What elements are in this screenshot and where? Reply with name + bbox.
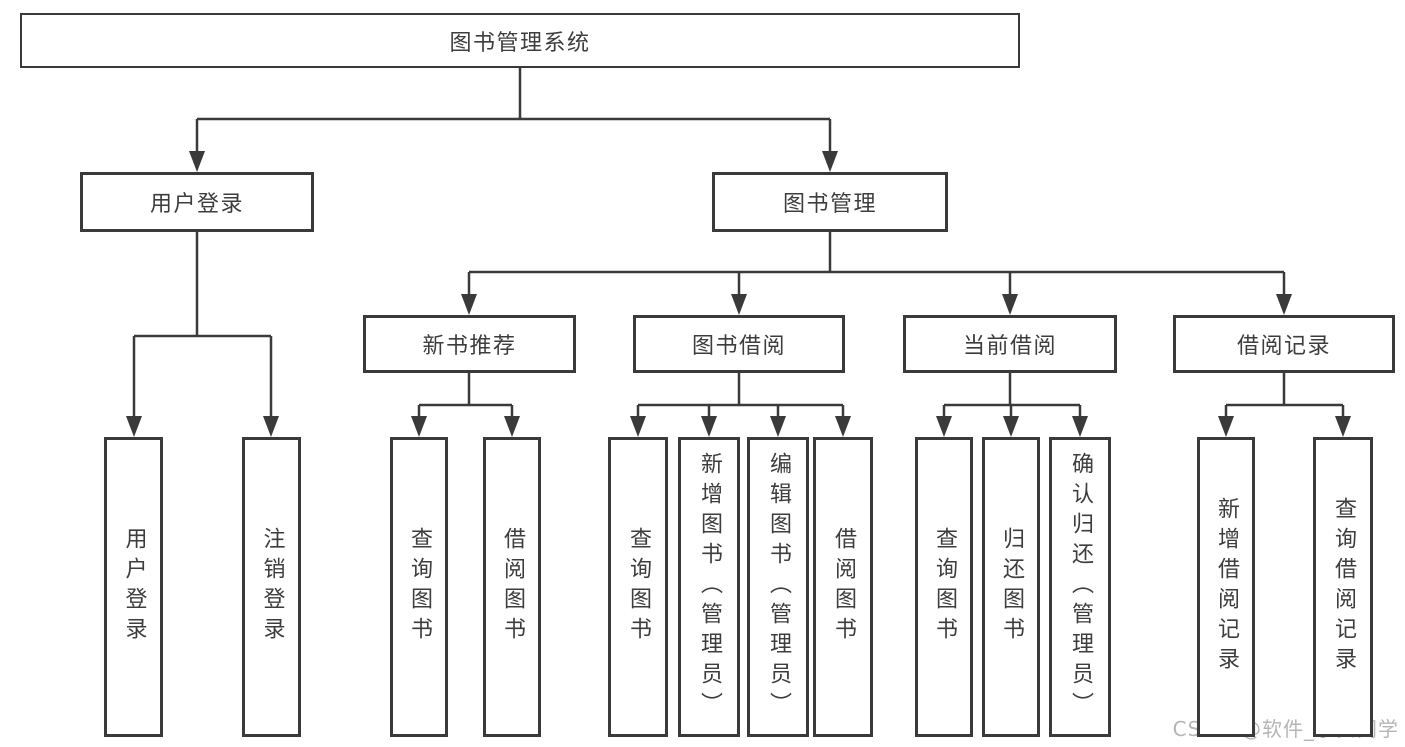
leaf-add-borrow-record: 新增借阅记录: [1197, 437, 1255, 737]
node-label: 用户登录: [121, 527, 147, 647]
node-label: 借阅图书: [500, 527, 525, 647]
node-borrowing-records: 借阅记录: [1173, 315, 1395, 373]
node-label: 借阅图书: [831, 527, 856, 647]
node-label: 新增借阅记录: [1214, 497, 1239, 677]
node-current-borrowing: 当前借阅: [903, 315, 1117, 373]
leaf-query-books-2: 查询图书: [608, 437, 668, 737]
leaf-query-books-1: 查询图书: [390, 437, 448, 737]
leaf-query-books-3: 查询图书: [915, 437, 973, 737]
node-label: 查询借阅记录: [1331, 497, 1356, 677]
leaf-query-borrow-record: 查询借阅记录: [1313, 437, 1373, 737]
node-label: 确认归还（管理员）: [1068, 452, 1093, 722]
node-user-login: 用户登录: [80, 172, 314, 232]
node-label: 注销登录: [259, 527, 285, 647]
node-label: 图书管理: [782, 192, 877, 217]
node-label: 新增图书（管理员）: [697, 452, 722, 722]
node-label: 图书借阅: [691, 334, 786, 359]
leaf-logout: 注销登录: [242, 437, 301, 737]
node-label: 用户登录: [149, 192, 244, 217]
leaf-return-books: 归还图书: [982, 437, 1040, 737]
node-label: 查询图书: [626, 527, 651, 647]
leaf-confirm-return-admin: 确认归还（管理员）: [1049, 437, 1111, 737]
leaf-edit-book-admin: 编辑图书（管理员）: [747, 437, 809, 737]
leaf-add-book-admin: 新增图书（管理员）: [678, 437, 740, 737]
node-label: 归还图书: [999, 527, 1024, 647]
node-library-management-system: 图书管理系统: [20, 13, 1020, 68]
node-label: 图书管理系统: [449, 30, 591, 56]
node-label: 借阅记录: [1236, 334, 1331, 359]
leaf-borrow-books-1: 借阅图书: [483, 437, 541, 737]
node-label: 查询图书: [932, 527, 957, 647]
node-new-book-recommend: 新书推荐: [363, 315, 576, 373]
node-label: 当前借阅: [962, 334, 1057, 359]
node-label: 编辑图书（管理员）: [766, 452, 791, 722]
leaf-user-login: 用户登录: [104, 437, 163, 737]
node-label: 查询图书: [407, 527, 432, 647]
node-book-borrowing: 图书借阅: [633, 315, 845, 373]
node-book-management: 图书管理: [712, 172, 948, 232]
node-label: 新书推荐: [422, 334, 517, 359]
leaf-borrow-books-2: 借阅图书: [813, 437, 873, 737]
